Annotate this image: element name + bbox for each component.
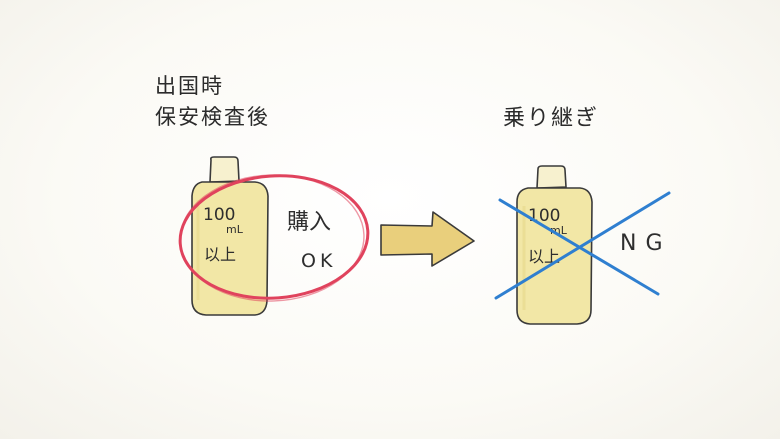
right-bottle-label-ijou: 以上 <box>528 247 560 266</box>
left-bottle-body <box>191 181 269 316</box>
left-caption: 出国時 保安検査後 <box>155 71 270 133</box>
right-note-ng: NG <box>620 231 672 256</box>
arrow-right-icon <box>380 211 475 267</box>
left-bottle: 100 mL 以上 <box>191 156 269 316</box>
left-note-purchase: 購入 <box>287 210 331 235</box>
left-caption-line1: 出国時 <box>155 74 224 98</box>
left-bottle-label-ml: mL <box>226 223 244 236</box>
left-note-ok: OK <box>301 250 336 272</box>
right-bottle-label-100: 100 <box>528 206 560 226</box>
left-bottle-cap <box>209 156 240 183</box>
right-bottle-cap <box>536 165 567 189</box>
right-caption: 乗り継ぎ <box>503 106 600 131</box>
left-bottle-label-100: 100 <box>203 205 235 225</box>
left-caption-line2: 保安検査後 <box>155 105 270 129</box>
ng-cross-icon <box>494 191 671 300</box>
left-bottle-label-ijou: 以上 <box>204 245 236 264</box>
